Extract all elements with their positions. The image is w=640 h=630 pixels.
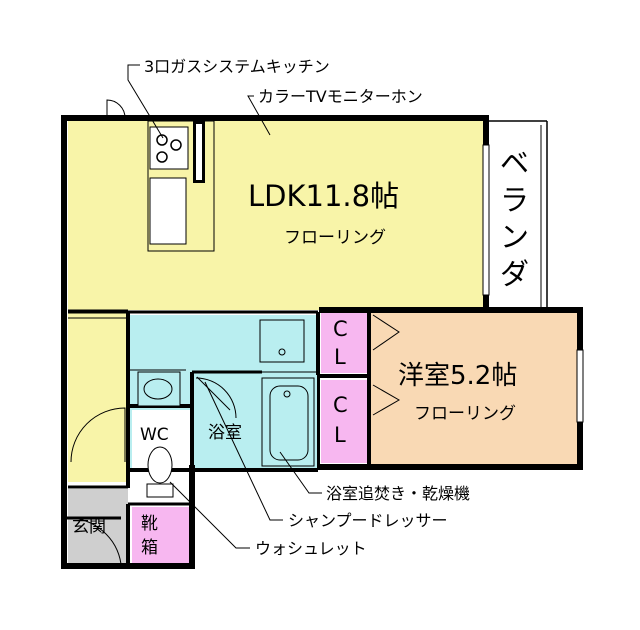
shoe-box xyxy=(132,507,189,563)
veranda xyxy=(486,120,548,308)
closet-lower-l: L xyxy=(334,423,346,447)
toilet xyxy=(146,446,174,498)
windows xyxy=(482,144,584,423)
closet-lower-c: C xyxy=(333,393,348,417)
annotation-intercom: カラーTVモニターホン xyxy=(258,87,423,106)
closet-upper-c: C xyxy=(333,317,348,341)
entrance-label: 玄関 xyxy=(72,517,106,537)
closet-upper xyxy=(321,313,367,373)
shoe-box-label-2: 箱 xyxy=(141,538,158,558)
annotation-washlet: ウォシュレット xyxy=(255,539,367,558)
western-room-name: 洋室5.2帖 xyxy=(398,361,517,391)
veranda-char-2: ラ xyxy=(500,183,529,217)
veranda-char-4: ダ xyxy=(500,257,529,291)
closet-lower xyxy=(321,380,367,463)
annotation-shampoo-dresser: シャンプードレッサー xyxy=(288,511,448,530)
fixture-lines xyxy=(68,309,318,373)
western-room-floor xyxy=(370,313,577,464)
kitchen-counter xyxy=(147,120,215,252)
wash-basin xyxy=(137,371,181,407)
bath-label: 浴室 xyxy=(208,423,242,443)
hallway-floor xyxy=(68,310,128,482)
closet-upper-l: L xyxy=(334,345,346,369)
veranda-char-1: ベ xyxy=(500,146,529,180)
ldk-floor xyxy=(68,121,483,310)
annotation-kitchen: 3口ガスシステムキッチン xyxy=(144,57,330,76)
leader-lines xyxy=(127,64,322,549)
ldk-name: LDK11.8帖 xyxy=(248,179,399,213)
bath-area xyxy=(195,375,317,468)
wc-label: WC xyxy=(140,425,169,445)
washing-machine-pan xyxy=(259,319,305,363)
veranda-char-3: ン xyxy=(500,220,529,254)
doors xyxy=(66,99,401,565)
ldk-floor-type: フローリング xyxy=(284,228,386,248)
western-room-floor-type: フローリング xyxy=(414,404,516,424)
walls xyxy=(61,115,583,569)
annotation-bath-reheat: 浴室追焚き・乾燥機 xyxy=(326,484,470,503)
shoe-box-label-1: 靴 xyxy=(141,514,158,534)
entrance-floor xyxy=(68,489,128,563)
